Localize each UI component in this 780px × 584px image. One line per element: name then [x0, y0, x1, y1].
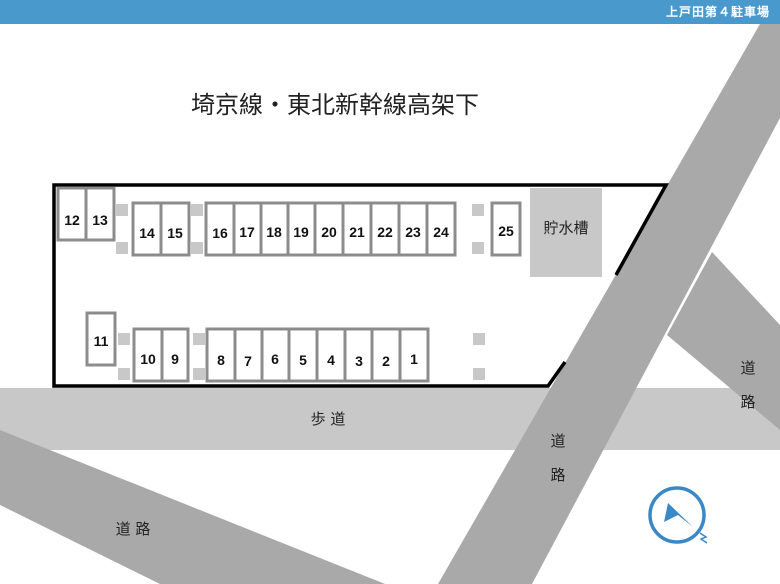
slot-number: 8 — [217, 352, 225, 368]
slot-number: 4 — [327, 352, 335, 368]
slot-number: 17 — [239, 224, 255, 240]
slot-number: 23 — [405, 224, 421, 240]
slot-number: 19 — [293, 224, 309, 240]
bottom-row-slot-numbers: 11 10 9 8 7 6 5 4 3 2 1 — [94, 333, 419, 369]
slot-number: 6 — [271, 351, 279, 367]
water-tank-label: 貯水槽 — [543, 219, 588, 237]
location-label: 埼京線・東北新幹線高架下 — [191, 91, 479, 119]
facility-name: 上戸田第４駐車場 — [665, 5, 770, 19]
slot-number: 9 — [171, 351, 179, 367]
header-bar: 上戸田第４駐車場 — [0, 0, 780, 24]
slot-number: 16 — [212, 225, 228, 241]
road-label-middle-1: 道 — [550, 432, 565, 450]
road-right-branch — [667, 252, 780, 430]
slot-number: 3 — [355, 353, 363, 369]
slot-number: 10 — [140, 351, 156, 367]
water-tank — [530, 188, 602, 277]
slot-number: 5 — [299, 352, 307, 368]
slot-number: 24 — [433, 224, 449, 240]
road-label-right-2: 路 — [740, 393, 755, 411]
slot-number: 14 — [139, 225, 155, 241]
pillars — [116, 204, 485, 380]
slot-number: 18 — [266, 224, 282, 240]
slot-number: 1 — [410, 351, 418, 367]
slot-number: 21 — [349, 224, 365, 240]
sidewalk-label: 歩 道 — [311, 410, 346, 428]
sidewalk — [0, 388, 780, 450]
slot-number: 20 — [321, 224, 337, 240]
slot-number: 2 — [382, 353, 390, 369]
slot-number: 7 — [244, 353, 252, 369]
road-label-right-1: 道 — [740, 359, 755, 377]
road-label-middle-2: 路 — [550, 466, 565, 484]
slot-number: 12 — [64, 212, 80, 228]
parking-slots — [56, 186, 522, 383]
slot-number: 11 — [94, 333, 109, 349]
slot-number: 13 — [92, 212, 108, 228]
slot-number: 22 — [377, 224, 393, 240]
slot-number: 15 — [167, 225, 183, 241]
top-row-slot-numbers: 12 13 14 15 16 17 18 19 20 21 22 23 24 2… — [64, 212, 514, 241]
road-lower-left — [0, 430, 385, 584]
slot-number: 25 — [498, 223, 514, 239]
road-diagonal — [438, 24, 780, 584]
road-label-left: 道 路 — [116, 520, 151, 538]
parking-lot-outline — [52, 183, 669, 388]
compass-north-arrow-icon — [648, 486, 708, 544]
